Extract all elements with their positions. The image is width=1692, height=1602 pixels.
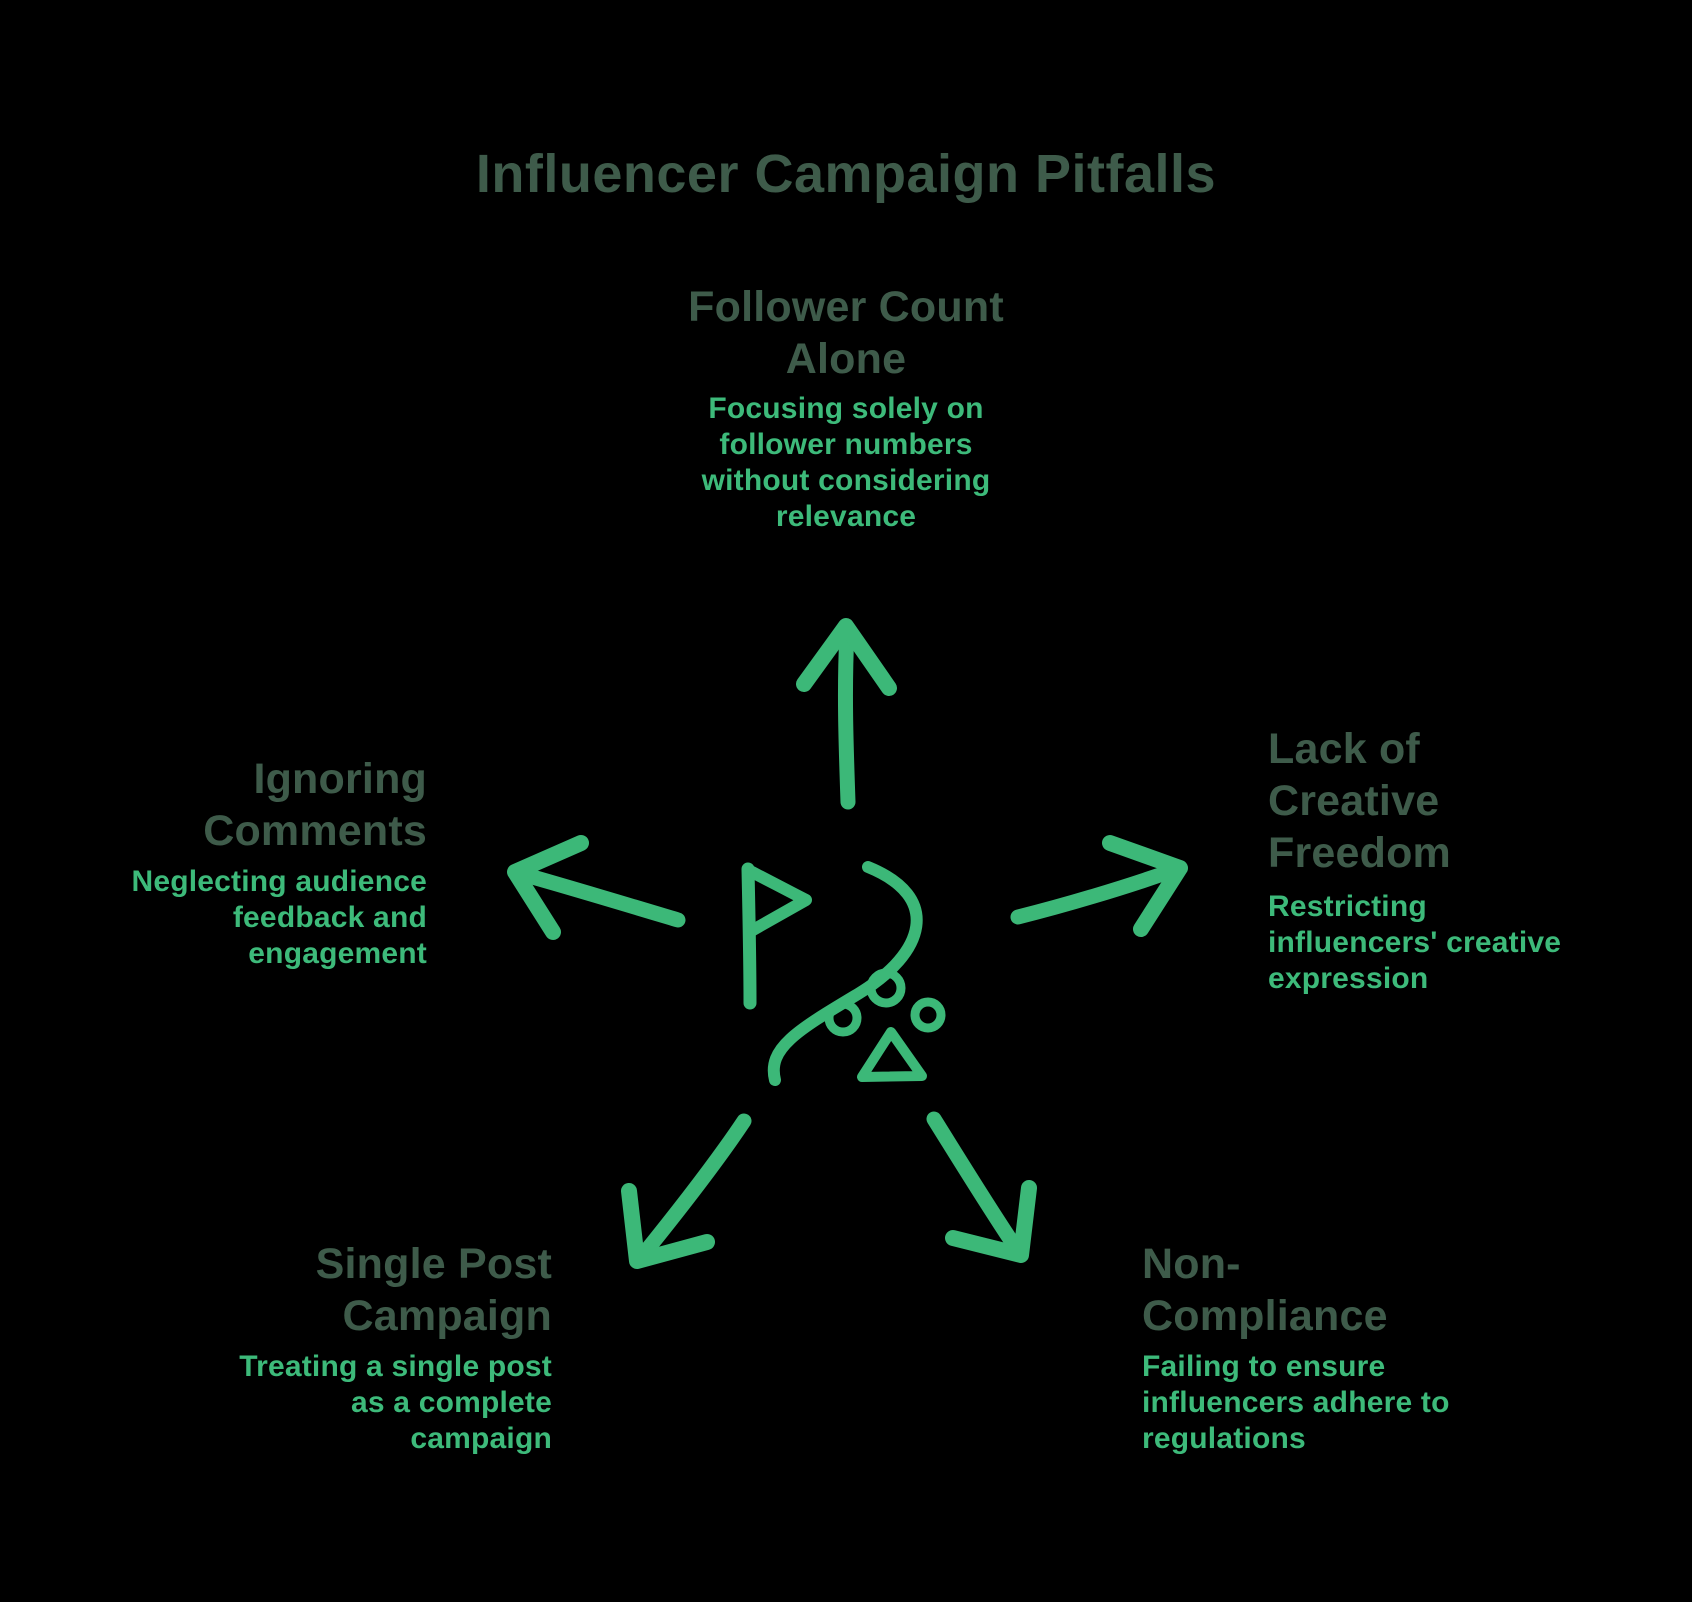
node-single-post-campaign: Single Post Campaign Treating a single p… (152, 1238, 552, 1457)
node-description: Neglecting audience feedback and engagem… (131, 865, 427, 970)
node-description: Treating a single post as a complete cam… (239, 1350, 552, 1455)
node-non-compliance: Non- Compliance Failing to ensure influe… (1142, 1238, 1562, 1457)
flag-trail-paw-icon (741, 861, 946, 1086)
node-heading: Lack of Creative Freedom (1268, 725, 1451, 877)
diagram-title: Influencer Campaign Pitfalls (475, 144, 1217, 204)
left-arrow-icon (507, 835, 686, 940)
node-heading: Non- Compliance (1142, 1240, 1388, 1340)
node-description: Failing to ensure influencers adhere to … (1142, 1350, 1450, 1455)
up-arrow-icon (796, 618, 897, 810)
right-arrow-icon (1010, 835, 1188, 937)
node-heading: Ignoring Comments (203, 755, 427, 855)
down-right-arrow-icon (926, 1111, 1037, 1263)
node-lack-of-creative-freedom: Lack of Creative Freedom Restricting inf… (1268, 723, 1668, 997)
node-heading: Follower Count Alone (688, 283, 1004, 383)
node-description: Focusing solely on follower numbers with… (701, 392, 991, 533)
node-follower-count-alone: Follower Count Alone Focusing solely on … (546, 281, 1146, 535)
down-left-arrow-icon (621, 1113, 752, 1269)
node-ignoring-comments: Ignoring Comments Neglecting audience fe… (27, 753, 427, 972)
node-heading: Single Post Campaign (315, 1240, 552, 1340)
node-description: Restricting influencers' creative expres… (1268, 890, 1562, 995)
